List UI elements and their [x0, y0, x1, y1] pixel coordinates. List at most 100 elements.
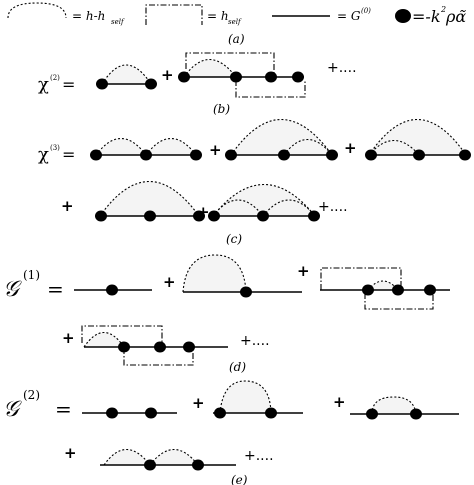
- vertex-dot: [145, 78, 157, 90]
- self-energy-bracket-bottom: [123, 348, 194, 366]
- interaction-arc: [149, 449, 199, 466]
- caption-b: (b): [213, 102, 230, 116]
- vertex-dot: [326, 149, 338, 161]
- g1-superscript: (1): [23, 268, 40, 282]
- vertex-dot: [193, 210, 205, 222]
- self-energy-bracket-top: [320, 267, 402, 290]
- g2-term-1: [82, 407, 177, 419]
- vertex-dot: [230, 71, 242, 83]
- caption-c: (c): [226, 232, 242, 246]
- legend-vertex-label: =-k: [412, 7, 441, 26]
- g1-equation: 𝒢 (1) = + + +: [3, 254, 450, 366]
- interaction-arc: [212, 183, 316, 217]
- vertex-dot: [410, 408, 422, 420]
- interaction-arc: [371, 396, 417, 415]
- plus-sign: +: [333, 393, 346, 411]
- interaction-arc: [101, 64, 152, 85]
- vertex-dot: [413, 149, 425, 161]
- legend-dashdot-label: = h: [207, 9, 229, 23]
- legend-vertex-tail: ρα̃: [445, 7, 466, 26]
- chi2-term-2: [178, 52, 306, 98]
- caption-e: (e): [231, 473, 248, 485]
- legend-vertex-dot-icon: [395, 9, 411, 23]
- g1-term-2: [182, 254, 302, 298]
- vertex-dot: [183, 341, 195, 353]
- plus-sign: +: [161, 66, 174, 84]
- self-energy-bracket-top: [81, 325, 163, 344]
- plus-sign: +: [64, 444, 77, 462]
- vertex-dot: [214, 407, 226, 419]
- vertex-dot: [392, 284, 404, 296]
- g2-equals: =: [55, 397, 72, 421]
- chi2-superscript: (2): [50, 74, 60, 82]
- vertex-dot: [292, 71, 304, 83]
- interaction-arc: [283, 139, 333, 156]
- vertex-dot: [459, 149, 471, 161]
- self-energy-bracket-bottom: [364, 293, 434, 310]
- g1-term-3: [320, 267, 450, 310]
- chi3-symbol: χ: [38, 144, 49, 165]
- legend-solid-label: = G: [337, 9, 361, 23]
- vertex-dot: [240, 286, 252, 298]
- ellipsis: +....: [327, 60, 357, 76]
- plus-sign: +: [297, 262, 310, 280]
- plus-sign: +: [192, 394, 205, 412]
- g2-symbol: 𝒢: [3, 397, 22, 422]
- vertex-dot: [424, 284, 436, 296]
- interaction-arc: [103, 449, 151, 466]
- plus-sign: +: [209, 141, 222, 159]
- ellipsis: +....: [240, 333, 270, 349]
- legend-vertex-superscript: 2: [440, 5, 446, 14]
- vertex-dot: [225, 149, 237, 161]
- interaction-arc: [99, 181, 200, 217]
- vertex-dot: [96, 78, 108, 90]
- chi2-term-1: [96, 64, 157, 90]
- vertex-dot: [154, 341, 166, 353]
- g2-superscript: (2): [23, 388, 40, 402]
- interaction-arc: [219, 380, 272, 414]
- vertex-dot: [362, 284, 374, 296]
- plus-sign: +: [62, 329, 75, 347]
- vertex-dot: [365, 149, 377, 161]
- legend-dashed-arc-icon: [7, 2, 67, 19]
- plus-sign: +: [163, 273, 176, 291]
- chi3-term-3: [365, 119, 471, 161]
- vertex-dot: [192, 459, 204, 471]
- g1-equals: =: [47, 277, 64, 301]
- plus-sign: +: [61, 197, 74, 215]
- g1-term-1: [74, 284, 152, 296]
- chi2-equation: χ (2) = + +....: [38, 52, 357, 98]
- chi2-symbol: χ: [38, 74, 49, 95]
- vertex-dot: [278, 149, 290, 161]
- legend-row: = h-h self = h self = G (0) =-k 2 ρα̃: [7, 2, 466, 26]
- vertex-dot: [118, 341, 130, 353]
- g1-term-4: [81, 325, 228, 366]
- vertex-dot: [106, 284, 118, 296]
- self-energy-bracket-bottom: [235, 80, 306, 98]
- plus-sign: +: [344, 139, 357, 157]
- vertex-dot: [106, 407, 118, 419]
- vertex-dot: [366, 408, 378, 420]
- vertex-dot: [140, 149, 152, 161]
- vertex-dot: [144, 210, 156, 222]
- vertex-dot: [265, 71, 277, 83]
- interaction-arc: [183, 59, 237, 78]
- chi3-term-2: [225, 119, 338, 161]
- vertex-dot: [144, 459, 156, 471]
- ellipsis: +....: [244, 448, 274, 464]
- vertex-dot: [90, 149, 102, 161]
- vertex-dot: [257, 210, 269, 222]
- legend-dashdot-subscript: self: [228, 18, 242, 26]
- caption-a: (a): [228, 32, 245, 46]
- g2-term-3: [350, 396, 459, 420]
- legend-dashed-label: = h-h: [72, 9, 105, 23]
- chi3-term-1: [90, 138, 202, 161]
- caption-d: (d): [229, 360, 246, 374]
- chi2-equals: =: [62, 75, 75, 94]
- chi3-superscript: (3): [50, 144, 60, 152]
- self-energy-bracket-top: [185, 52, 275, 77]
- vertex-dot: [145, 407, 157, 419]
- g1-symbol: 𝒢: [3, 277, 22, 302]
- legend-dashed-subscript: self: [111, 18, 125, 26]
